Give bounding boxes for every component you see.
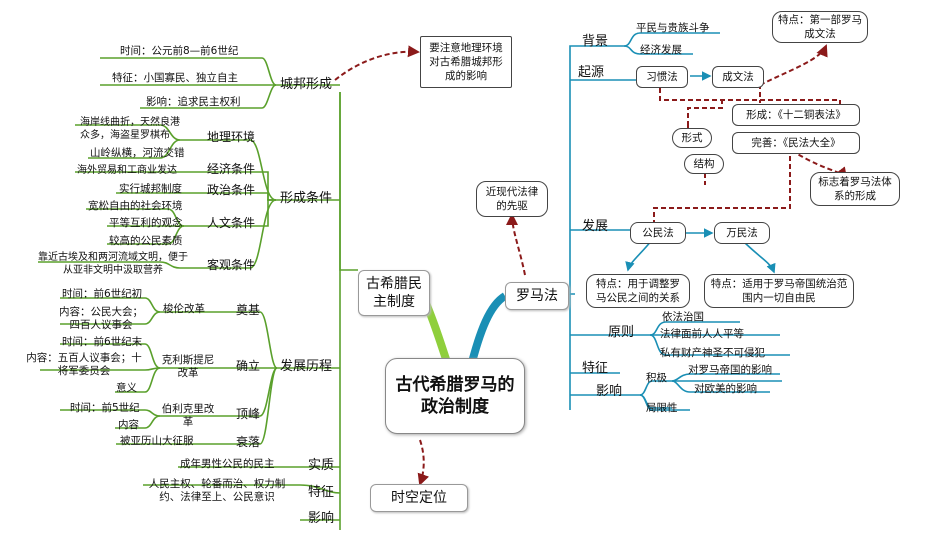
principle-2: 法律面前人人平等 bbox=[660, 328, 744, 340]
structure-node[interactable]: 结构 bbox=[684, 154, 724, 174]
written-law-text: 成文法 bbox=[722, 71, 754, 83]
pol-label: 政治条件 bbox=[207, 183, 256, 197]
principle-3: 私有财产神圣不可侵犯 bbox=[660, 347, 765, 359]
written-law[interactable]: 成文法 bbox=[712, 66, 764, 88]
center-topic[interactable]: 古代希腊罗马的政治制度 bbox=[385, 358, 525, 434]
form-node[interactable]: 形式 bbox=[672, 128, 712, 148]
custom-law[interactable]: 习惯法 bbox=[636, 66, 688, 88]
greece-topic[interactable]: 古希腊民主制度 bbox=[358, 270, 430, 316]
decline-item-1: 被亚历山大征服 bbox=[120, 435, 194, 447]
impact-limits: 局限性 bbox=[646, 402, 678, 414]
rome-modern-note-text: 近现代法律的先驱 bbox=[485, 186, 539, 212]
impact-positive-1: 对罗马帝国的影响 bbox=[688, 364, 772, 376]
twelve-tables[interactable]: 形成：《十二铜表法》 bbox=[732, 104, 860, 126]
first-written-feature-text: 特点：第一部罗马成文法 bbox=[778, 14, 862, 40]
peak-time: 时间：前5世纪 bbox=[70, 402, 140, 414]
city-state-time: 时间：公元前8—前6世纪 bbox=[120, 45, 239, 57]
city-state-label[interactable]: 城邦形成 bbox=[280, 77, 333, 92]
rome-topic[interactable]: 罗马法 bbox=[505, 282, 569, 310]
development-label[interactable]: 发展历程 bbox=[280, 359, 333, 374]
essence-text: 成年男性公民的民主 bbox=[180, 458, 275, 470]
principle-1: 依法治国 bbox=[662, 311, 704, 323]
civil-code-text: 完善：《民法大全》 bbox=[751, 137, 841, 149]
est-label: 确立 bbox=[236, 359, 261, 373]
form-node-text: 形式 bbox=[681, 132, 703, 144]
obj-label: 客观条件 bbox=[207, 258, 256, 272]
rome-system-mark[interactable]: 标志着罗马法体系的形成 bbox=[810, 172, 900, 206]
decline-label: 衰落 bbox=[236, 435, 261, 449]
rome-topic-text: 罗马法 bbox=[516, 288, 558, 304]
conditions-label[interactable]: 形成条件 bbox=[280, 191, 333, 206]
citizen-law[interactable]: 公民法 bbox=[630, 222, 686, 244]
greece-features-label[interactable]: 特征 bbox=[308, 485, 335, 500]
rome-background-2: 经济发展 bbox=[640, 44, 682, 56]
essence-label[interactable]: 实质 bbox=[308, 458, 335, 473]
pol-item-1: 实行城邦制度 bbox=[119, 183, 182, 195]
econ-label: 经济条件 bbox=[207, 162, 256, 176]
peak-label: 顶峰 bbox=[236, 407, 261, 421]
geo-item-1: 海岸线曲折，天然良港众多，海盗星罗棋布 bbox=[80, 117, 180, 141]
twelve-tables-text: 形成：《十二铜表法》 bbox=[746, 109, 846, 121]
geo-item-2: 山岭纵横，河流交错 bbox=[90, 147, 185, 159]
peak-content: 内容 bbox=[118, 419, 139, 431]
obj-item-1: 靠近古埃及和两河流域文明，便于从亚非文明中汲取营养 bbox=[38, 252, 188, 276]
citizen-law-feature[interactable]: 特点：用于调整罗马公民之间的关系 bbox=[586, 274, 690, 308]
est-content: 内容：五百人议事会；十将军委员会 bbox=[26, 352, 142, 377]
nations-law[interactable]: 万民法 bbox=[714, 222, 770, 244]
econ-item-1: 海外贸易和工商业发达 bbox=[77, 165, 177, 176]
hum-item-2: 平等互利的观念 bbox=[109, 217, 183, 229]
found-content: 内容：公民大会；四百人议事会 bbox=[59, 306, 143, 331]
citizen-law-feature-text: 特点：用于调整罗马公民之间的关系 bbox=[596, 278, 680, 304]
hum-item-1: 宽松自由的社会环境 bbox=[88, 200, 183, 212]
impact-positive-2: 对欧美的影响 bbox=[694, 383, 757, 395]
first-written-feature[interactable]: 特点：第一部罗马成文法 bbox=[772, 11, 868, 43]
center-topic-text: 古代希腊罗马的政治制度 bbox=[395, 375, 515, 417]
greece-impact-label[interactable]: 影响 bbox=[308, 511, 335, 526]
structure-node-text: 结构 bbox=[693, 158, 715, 170]
nations-law-text: 万民法 bbox=[726, 227, 758, 239]
nations-law-feature-text: 特点：适用于罗马帝国统治范围内一切自由民 bbox=[710, 278, 848, 304]
impact-positive: 积极 bbox=[646, 372, 667, 384]
spacetime-text: 时空定位 bbox=[391, 490, 447, 506]
rome-features-label[interactable]: 特征 bbox=[582, 361, 609, 376]
rome-background-label[interactable]: 背景 bbox=[582, 34, 609, 49]
geo-label: 地理环境 bbox=[207, 130, 256, 144]
found-time: 时间：前6世纪初 bbox=[62, 288, 143, 300]
rome-modern-note[interactable]: 近现代法律的先驱 bbox=[476, 181, 548, 217]
principles-label[interactable]: 原则 bbox=[608, 325, 635, 340]
city-state-feature: 特征：小国寡民、独立自主 bbox=[112, 72, 238, 84]
city-state-influence: 影响：追求民主权利 bbox=[146, 96, 241, 108]
rome-origin-label[interactable]: 起源 bbox=[578, 65, 605, 80]
citizen-law-text: 公民法 bbox=[642, 227, 674, 239]
found-label: 奠基 bbox=[236, 303, 261, 317]
est-reform: 克利斯提尼改革 bbox=[161, 354, 215, 379]
hum-label: 人文条件 bbox=[207, 216, 256, 230]
spacetime-topic[interactable]: 时空定位 bbox=[370, 484, 468, 512]
rome-background-1: 平民与贵族斗争 bbox=[636, 22, 710, 34]
civil-code[interactable]: 完善：《民法大全》 bbox=[732, 132, 860, 154]
rome-development-label[interactable]: 发展 bbox=[582, 219, 609, 234]
hum-item-3: 较高的公民素质 bbox=[109, 235, 183, 247]
nations-law-feature[interactable]: 特点：适用于罗马帝国统治范围内一切自由民 bbox=[704, 274, 854, 308]
found-reform: 梭伦改革 bbox=[163, 303, 205, 315]
city-state-note[interactable]: 要注意地理环境对古希腊城邦形成的影响 bbox=[420, 36, 512, 88]
rome-impact-label[interactable]: 影响 bbox=[596, 384, 623, 399]
greece-topic-text: 古希腊民主制度 bbox=[366, 276, 422, 310]
peak-reform: 伯利克里改革 bbox=[161, 403, 215, 428]
est-extra: 意义 bbox=[116, 382, 137, 394]
est-time: 时间：前6世纪末 bbox=[62, 336, 143, 348]
city-state-note-text: 要注意地理环境对古希腊城邦形成的影响 bbox=[429, 42, 503, 82]
rome-system-mark-text: 标志着罗马法体系的形成 bbox=[818, 176, 892, 202]
greece-features-text: 人民主权、轮番而治、权力制约、法律至上、公民意识 bbox=[148, 478, 286, 503]
custom-law-text: 习惯法 bbox=[646, 71, 678, 83]
